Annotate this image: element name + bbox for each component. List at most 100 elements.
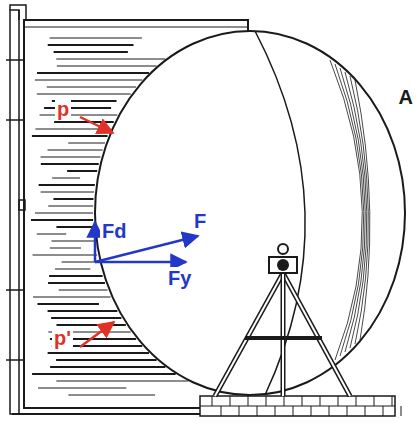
water-line <box>50 248 81 249</box>
brick-joint <box>275 406 276 416</box>
stand-crossbar <box>245 336 322 340</box>
pipe-clamp <box>6 119 23 121</box>
hub <box>277 259 289 271</box>
water-line <box>32 373 176 375</box>
water-line <box>37 234 66 235</box>
tank-rim <box>24 27 248 28</box>
part-letter: A <box>397 86 415 108</box>
brick-joint <box>221 406 222 416</box>
water-line <box>32 135 108 137</box>
brick-joint <box>293 406 294 416</box>
water-line <box>49 275 102 277</box>
water-line <box>33 255 98 256</box>
force-arrow <box>80 322 114 347</box>
water-line <box>55 269 90 270</box>
force-arrow <box>95 261 186 264</box>
pipe-clamp <box>6 289 23 291</box>
stand-leg-inner <box>215 273 283 396</box>
water-line <box>56 324 125 326</box>
water-line <box>62 262 99 263</box>
force-label: p' <box>52 327 73 349</box>
water-line <box>51 241 94 242</box>
water-line <box>54 121 114 123</box>
force-arrows <box>80 117 198 347</box>
brick-joint <box>374 396 375 406</box>
brick-joint <box>338 396 339 406</box>
stand <box>215 244 350 396</box>
sphere-meridian <box>255 31 305 395</box>
brick-joint <box>230 396 231 406</box>
water-line <box>68 395 155 396</box>
water-line <box>35 213 93 214</box>
brick-joint <box>239 406 240 416</box>
water-line <box>33 297 110 298</box>
water-line <box>48 206 93 207</box>
force-label: Fd <box>100 220 128 242</box>
water-line <box>48 282 105 284</box>
force-label: F <box>192 210 208 232</box>
water-line <box>53 198 93 200</box>
brick-joint <box>365 406 366 416</box>
pipe-clamp <box>6 59 23 61</box>
water-line <box>59 290 108 291</box>
water-line <box>38 388 126 389</box>
water-line <box>56 226 93 228</box>
water-line <box>57 66 157 67</box>
brick-line <box>200 406 395 407</box>
brick-joint <box>320 396 321 406</box>
hub-block <box>269 257 297 273</box>
water-line <box>50 366 165 368</box>
stand-leg <box>281 273 286 396</box>
water-line <box>67 170 97 172</box>
water-line <box>56 359 157 361</box>
brick-joint <box>383 406 384 416</box>
sphere <box>95 20 405 395</box>
water-line <box>48 352 149 354</box>
force-arrow <box>80 117 113 133</box>
base <box>200 396 401 416</box>
stand-leg-inner <box>282 273 284 396</box>
water-line <box>48 44 134 46</box>
sphere-shading <box>355 80 370 340</box>
stand-leg-inner <box>283 273 350 396</box>
water-line <box>56 59 165 60</box>
pipe <box>10 10 19 414</box>
brick-joint <box>329 406 330 416</box>
brick-joint <box>392 396 393 406</box>
water-line <box>52 178 80 179</box>
water-line <box>37 94 131 95</box>
finial <box>278 244 288 254</box>
brick-joint <box>284 396 285 406</box>
stand-leg <box>215 273 283 396</box>
water-line <box>37 72 149 74</box>
pipe-clamp <box>6 359 23 361</box>
water-line <box>40 115 118 116</box>
brick-joint <box>248 396 249 406</box>
base-block <box>200 396 395 416</box>
brick-joint <box>356 396 357 406</box>
water-line <box>56 381 188 382</box>
water-line <box>41 192 94 193</box>
brick-joint <box>212 396 213 406</box>
water-line <box>41 163 99 165</box>
brick-joint <box>311 406 312 416</box>
sphere-outline <box>95 31 405 395</box>
water-line <box>68 143 105 144</box>
pipe-elbow <box>10 5 26 20</box>
water-line <box>35 129 110 130</box>
brick-joint <box>401 406 402 416</box>
water-line <box>48 310 118 312</box>
stand-leg <box>283 273 350 396</box>
sphere-shading <box>345 72 367 348</box>
water-line <box>39 184 95 186</box>
water-line <box>47 87 136 88</box>
force-arrow <box>94 222 97 262</box>
sphere-shading <box>335 64 364 356</box>
tank-edge <box>247 20 249 32</box>
water-line <box>31 219 93 221</box>
water-line <box>35 80 142 81</box>
water-line <box>37 303 98 305</box>
water-line <box>54 51 128 53</box>
